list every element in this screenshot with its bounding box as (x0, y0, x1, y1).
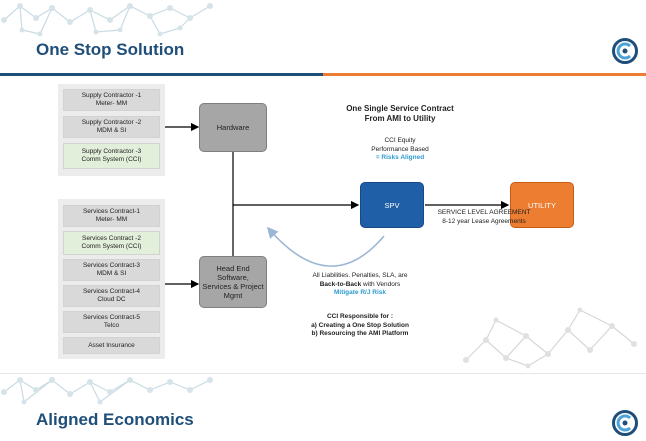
box-line: Asset Insurance (88, 341, 135, 349)
services-contract-box: Services Contract-1 Meter- MM (63, 205, 160, 227)
text-line: Back-to-Back with Vendors (290, 281, 430, 290)
box-line: Comm System (CCI) (81, 156, 142, 163)
text-line: CCI Responsible for : (326, 313, 394, 320)
text-line: From AMI to Utility (364, 114, 436, 123)
head-end-node: Head End Software, Services & Project Mg… (199, 256, 267, 308)
node-line: Head End (216, 264, 250, 273)
slide-title: One Stop Solution (36, 40, 185, 59)
box-line: MDM & SI (96, 270, 127, 277)
text-line: One Single Service Contract (346, 104, 454, 113)
text-line: Performance Based (371, 145, 429, 153)
slide-one-stop-solution: One Stop Solution (0, 3, 646, 369)
supply-contractor-box: Supply Contractor -1 Meter- MM (63, 89, 160, 111)
spv-node: SPV (360, 182, 424, 228)
box-line: Comm System (CCI) (81, 243, 142, 250)
box-line: Telco (103, 322, 120, 329)
back-to-back-curved-arrow (266, 226, 385, 267)
text-line: b) Resourcing the AMI Platform (311, 330, 409, 337)
header-divider-blue (0, 73, 323, 76)
node-line: Mgmt (223, 291, 243, 300)
text-line: All Liabilities. Penalties, SLA, are (312, 272, 408, 279)
cci-logo-icon (612, 410, 638, 436)
supply-contractor-box: Supply Contractor -2 MDM & SI (63, 116, 160, 138)
service-level-agreement-label: SERVICE LEVEL AGREEMENT 8-12 year Lease … (424, 209, 544, 226)
services-contract-box: Services Contract-5 Telco (63, 311, 160, 333)
with-vendors-text: with Vendors (361, 280, 401, 288)
services-contract-box: Services Contract -2 Comm System (CCI) (63, 231, 160, 255)
text-line: Mitigate R/J Risk (333, 289, 386, 296)
box-line: Services Contract-5 (82, 314, 141, 321)
liabilities-label: All Liabilities. Penalties, SLA, are Bac… (290, 272, 430, 298)
box-line: Services Contract-1 (82, 208, 141, 215)
single-service-contract-label: One Single Service Contract From AMI to … (325, 104, 475, 124)
utility-node: UTILITY (510, 182, 574, 228)
cci-equity-label: CCI Equity Performance Based = Risks Ali… (340, 137, 460, 163)
box-line: Services Contract -2 (82, 235, 141, 242)
services-contract-box: Services Contract-3 MDM & SI (63, 259, 160, 281)
slide-aligned-economics: Aligned Economics (0, 373, 646, 441)
box-line: Meter- MM (95, 100, 128, 107)
cci-logo-icon (612, 38, 638, 64)
molecule-decoration-icon (1, 377, 213, 405)
text-line: CCI Equity (384, 137, 416, 144)
box-line: Services Contract-3 (82, 262, 141, 269)
box-line: MDM & SI (96, 127, 127, 134)
box-line: Supply Contractor -1 (81, 92, 142, 99)
text-line: SERVICE LEVEL AGREEMENT (437, 209, 531, 216)
box-line: Supply Contractor -3 (81, 148, 142, 155)
header-divider-orange (323, 73, 646, 76)
box-line: Services Contract-4 (82, 288, 141, 295)
node-line: Services & Project (202, 282, 264, 291)
back-to-back-text: Back-to-Back (319, 280, 362, 288)
slide-title: Aligned Economics (36, 410, 194, 429)
box-line: Cloud DC (97, 296, 126, 303)
connector-lines (165, 122, 510, 289)
text-line: = Risks Aligned (375, 154, 425, 161)
text-line: a) Creating a One Stop Solution (311, 321, 409, 329)
box-line: Supply Contractor -2 (81, 119, 142, 126)
services-contract-box: Services Contract-4 Cloud DC (63, 285, 160, 307)
hardware-node: Hardware (199, 103, 267, 152)
cci-responsible-label: CCI Responsible for : a) Creating a One … (290, 313, 430, 339)
supply-contractor-box: Supply Contractor -3 Comm System (CCI) (63, 143, 160, 169)
node-line: Software, (217, 273, 249, 282)
text-line: 8-12 year Lease Agreements (442, 217, 526, 225)
asset-insurance-box: Asset Insurance (63, 337, 160, 354)
box-line: Meter- MM (95, 216, 128, 223)
